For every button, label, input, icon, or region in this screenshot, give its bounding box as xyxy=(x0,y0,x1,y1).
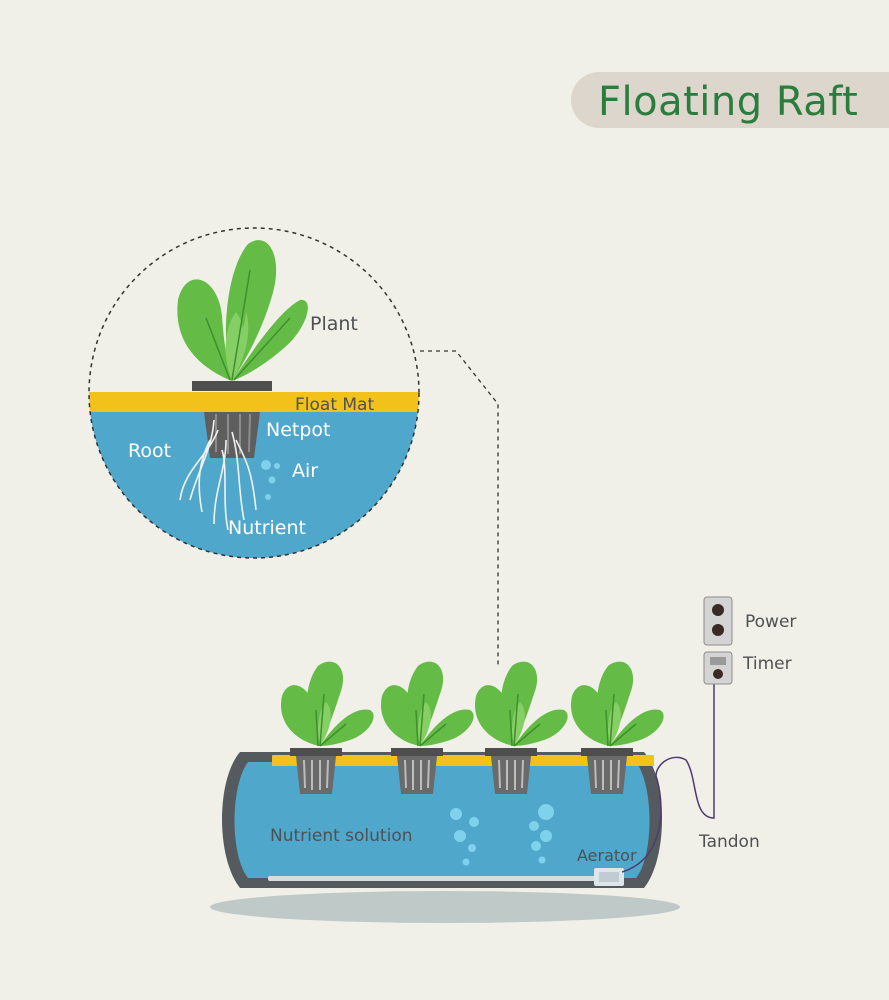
label-air: Air xyxy=(292,460,318,482)
plant-4 xyxy=(570,660,665,747)
aerator-device xyxy=(594,868,624,886)
label-tandon: Tandon xyxy=(698,832,760,852)
plant-3 xyxy=(474,660,569,747)
plant-detail xyxy=(177,240,308,381)
power-cable xyxy=(621,676,715,873)
nutrient-tank-water xyxy=(234,762,650,878)
aerator-tube xyxy=(268,876,598,881)
plant-1 xyxy=(280,660,375,747)
air-bubbles xyxy=(450,804,554,866)
power-outlet xyxy=(703,596,733,646)
label-netpot: Netpot xyxy=(266,419,331,441)
label-power: Power xyxy=(745,612,796,632)
label-root: Root xyxy=(128,440,171,462)
air-bubbles-detail xyxy=(261,460,280,500)
label-aerator: Aerator xyxy=(577,846,637,865)
plant-2 xyxy=(380,660,475,747)
timer-device xyxy=(703,651,733,685)
title-pill xyxy=(571,72,889,128)
label-plant: Plant xyxy=(310,313,358,335)
tank-shadow xyxy=(210,891,680,923)
label-nutrient-solution: Nutrient solution xyxy=(270,826,413,846)
label-float-mat: Float Mat xyxy=(295,395,374,415)
zoom-circle-outline xyxy=(88,227,420,559)
float-mat xyxy=(272,755,654,766)
label-nutrient: Nutrient xyxy=(228,517,306,539)
zoom-connector-line xyxy=(420,350,499,668)
float-mat-detail xyxy=(89,392,419,412)
detail-zoom: Plant Float Mat Netpot Root Air Nutrient xyxy=(88,227,420,559)
page-title: Floating Raft xyxy=(598,79,859,125)
roots xyxy=(179,419,257,531)
raft-system: Power Timer Tandon Nutrient solution Aer… xyxy=(210,596,796,923)
label-timer: Timer xyxy=(742,654,792,674)
